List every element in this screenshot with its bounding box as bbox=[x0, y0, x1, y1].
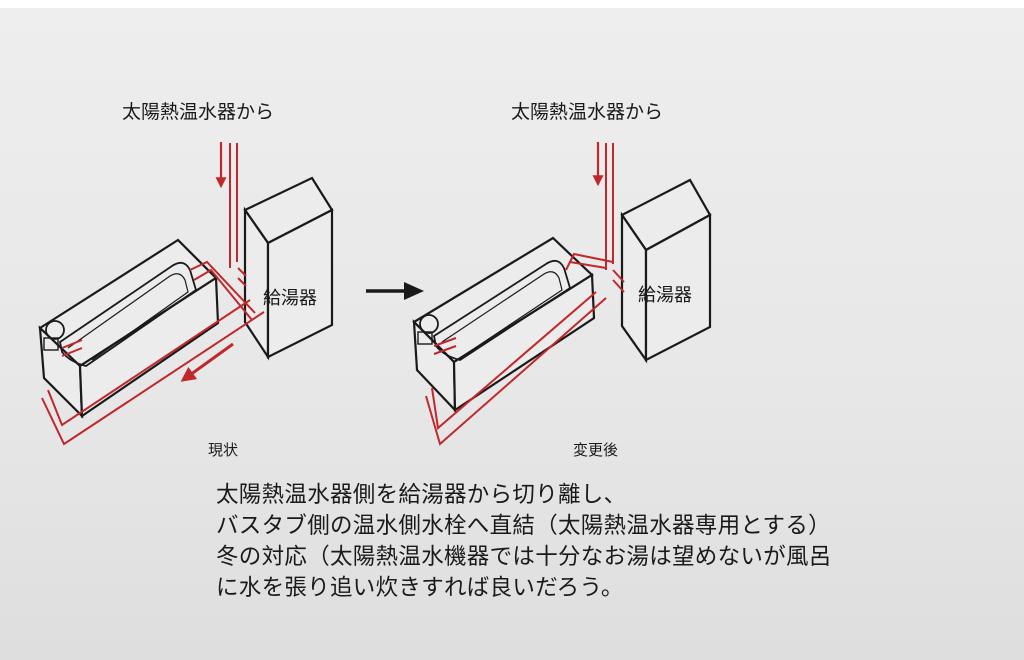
left-water-heater bbox=[243, 176, 334, 361]
description-text: 太陽熱温水器側を給湯器から切り離し、 バスタブ側の温水側水栓へ直結（太陽熱温水器… bbox=[216, 480, 1006, 604]
right-pipes bbox=[425, 143, 625, 446]
left-bathtub bbox=[38, 238, 220, 419]
arrow-right-icon bbox=[366, 282, 424, 300]
right-water-heater bbox=[620, 178, 712, 364]
left-heater-label: 給湯器 bbox=[263, 288, 317, 309]
left-return-arrow bbox=[180, 342, 234, 382]
description-line: 冬の対応（太陽熱温水機器では十分なお湯は望めないが風呂 bbox=[216, 544, 832, 570]
description-line: に水を張り追い炊きすれば良いだろう。 bbox=[216, 575, 624, 601]
left-caption: 現状 bbox=[208, 441, 238, 459]
right-from-solar-label: 太陽熱温水器から bbox=[511, 101, 663, 123]
left-pipes bbox=[41, 143, 265, 446]
modified-state-diagram: 太陽熱温水器から 給湯器 bbox=[412, 101, 712, 459]
right-caption: 変更後 bbox=[573, 441, 618, 459]
right-heater-label: 給湯器 bbox=[638, 285, 692, 306]
left-from-solar-label: 太陽熱温水器から bbox=[122, 101, 274, 123]
current-state-diagram: 太陽熱温水器から 給湯器 bbox=[38, 101, 334, 459]
description-line: 太陽熱温水器側を給湯器から切り離し、 bbox=[216, 482, 627, 508]
description-line: バスタブ側の温水側水栓へ直結（太陽熱温水器専用とする） bbox=[216, 513, 831, 539]
right-bathtub bbox=[412, 236, 596, 413]
